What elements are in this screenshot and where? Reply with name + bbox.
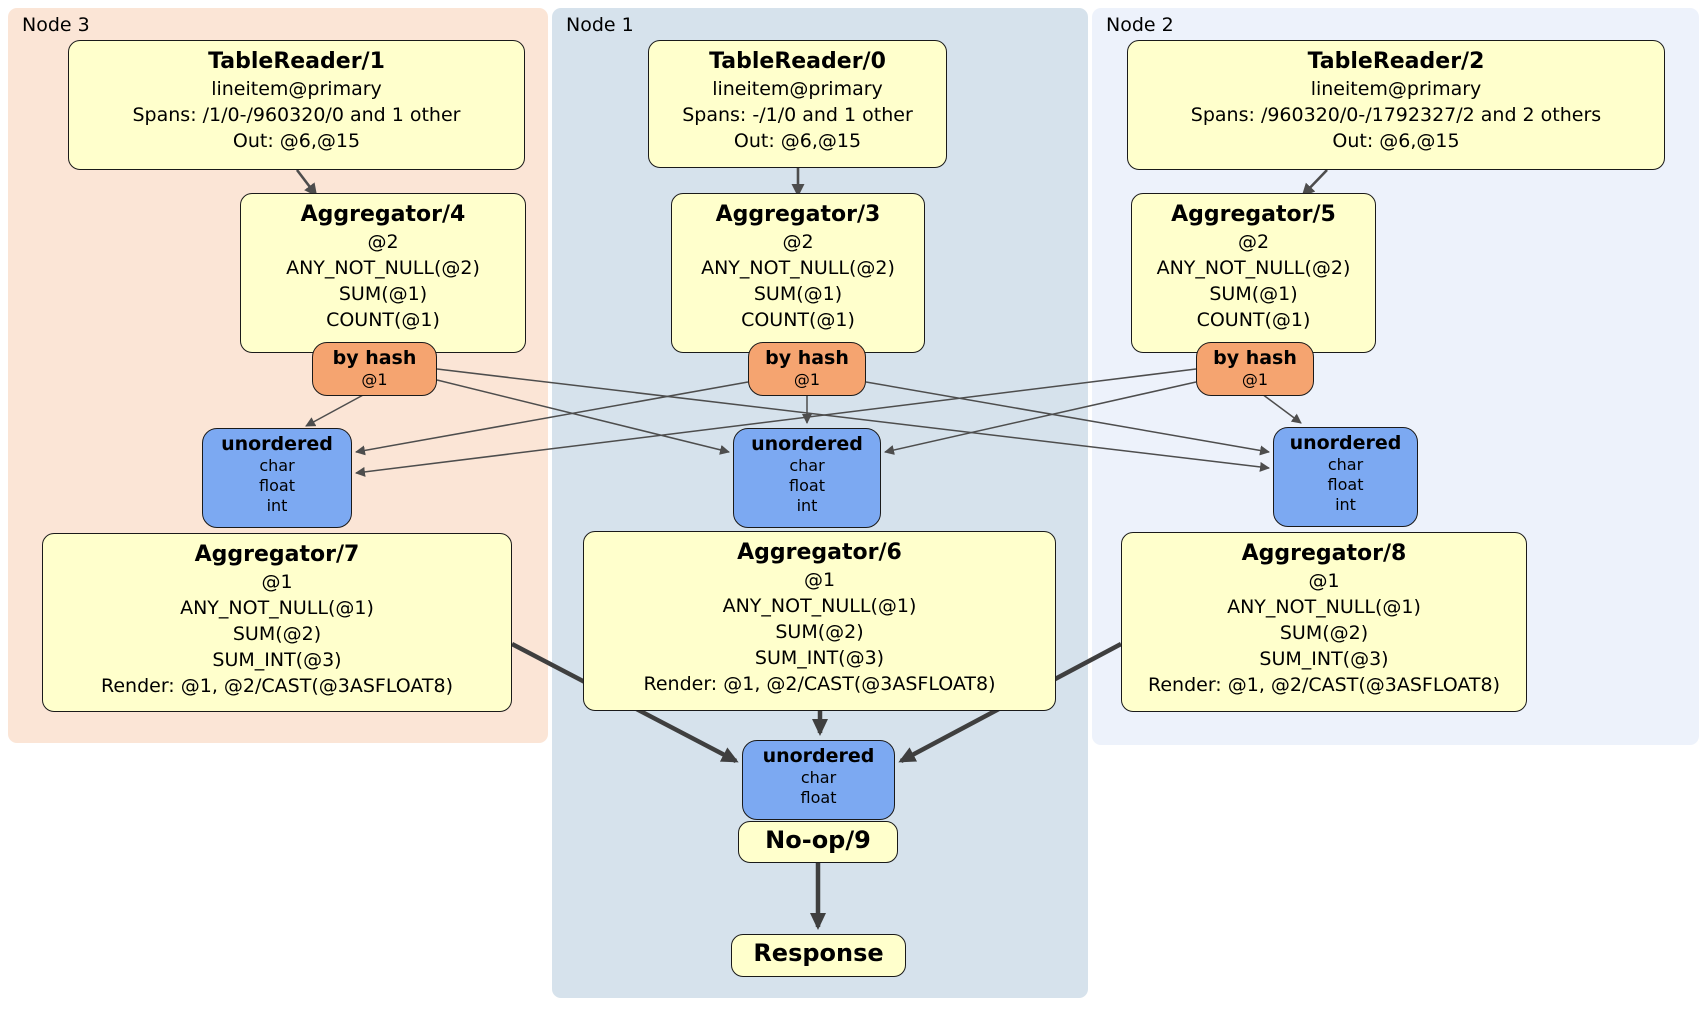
processor-line: @2: [1237, 231, 1270, 253]
aggregator-4-box: Aggregator/4 @2 ANY_NOT_NULL(@2) SUM(@1)…: [240, 193, 526, 353]
node3-label: Node 3: [22, 14, 90, 36]
processor-line: SUM(@1): [753, 283, 843, 305]
aggregator-3-box: Aggregator/3 @2 ANY_NOT_NULL(@2) SUM(@1)…: [671, 193, 925, 353]
sync-line: float: [259, 476, 295, 495]
sync-title: unordered: [1289, 432, 1402, 454]
router-title: by hash: [765, 347, 849, 369]
hash-router-node3: by hash @1: [312, 342, 437, 396]
processor-line: SUM_INT(@3): [212, 649, 342, 671]
aggregator-6-box: Aggregator/6 @1 ANY_NOT_NULL(@1) SUM(@2)…: [583, 531, 1056, 711]
processor-line: SUM(@2): [232, 623, 322, 645]
processor-line: Spans: -/1/0 and 1 other: [682, 104, 913, 126]
router-title: by hash: [1213, 347, 1297, 369]
processor-line: Out: @6,@15: [733, 130, 862, 152]
sync-line: char: [259, 456, 295, 475]
processor-line: COUNT(@1): [1196, 309, 1311, 331]
processor-line: @1: [803, 569, 836, 591]
unordered-sync-final: unordered char float: [742, 740, 895, 820]
processor-line: ANY_NOT_NULL(@2): [1156, 257, 1351, 279]
router-detail: @1: [793, 370, 821, 389]
processor-line: SUM(@2): [775, 621, 864, 643]
processor-title: Aggregator/3: [715, 202, 881, 227]
router-title: by hash: [332, 347, 417, 369]
noop-9-box: No-op/9: [738, 821, 898, 863]
processor-title: Aggregator/7: [194, 542, 360, 567]
tablereader-2-box: TableReader/2 lineitem@primary Spans: /9…: [1127, 40, 1665, 170]
hash-router-node1: by hash @1: [748, 342, 866, 396]
sync-line: char: [800, 768, 837, 787]
processor-line: Render: @1, @2/CAST(@3ASFLOAT8): [643, 673, 996, 695]
aggregator-5-box: Aggregator/5 @2 ANY_NOT_NULL(@2) SUM(@1)…: [1131, 193, 1376, 353]
processor-line: @1: [1308, 570, 1340, 592]
processor-line: lineitem@primary: [211, 78, 382, 100]
sync-line: float: [789, 476, 825, 495]
aggregator-7-box: Aggregator/7 @1 ANY_NOT_NULL(@1) SUM(@2)…: [42, 533, 512, 712]
sync-title: unordered: [221, 433, 333, 455]
processor-title: No-op/9: [765, 826, 871, 854]
processor-line: lineitem@primary: [1310, 78, 1482, 100]
processor-line: SUM_INT(@3): [1259, 648, 1389, 670]
processor-title: Aggregator/8: [1241, 541, 1407, 566]
unordered-sync-node2: unordered char float int: [1273, 427, 1418, 527]
processor-line: ANY_NOT_NULL(@2): [701, 257, 895, 279]
tablereader-1-box: TableReader/1 lineitem@primary Spans: /1…: [68, 40, 525, 170]
processor-line: ANY_NOT_NULL(@2): [286, 257, 480, 279]
unordered-sync-node1: unordered char float int: [733, 428, 881, 528]
processor-title: TableReader/1: [208, 49, 385, 74]
sync-title: unordered: [762, 745, 875, 767]
node1-label: Node 1: [566, 14, 634, 36]
processor-title: Aggregator/4: [300, 202, 466, 227]
sync-line: int: [266, 496, 288, 515]
sync-title: unordered: [751, 433, 863, 455]
unordered-sync-node3: unordered char float int: [202, 428, 352, 528]
hash-router-node2: by hash @1: [1196, 342, 1314, 396]
processor-line: SUM(@1): [338, 283, 428, 305]
processor-line: ANY_NOT_NULL(@1): [180, 597, 374, 619]
aggregator-8-box: Aggregator/8 @1 ANY_NOT_NULL(@1) SUM(@2)…: [1121, 532, 1527, 712]
processor-line: @2: [782, 231, 814, 253]
sync-line: char: [1327, 455, 1364, 474]
sync-line: float: [1327, 475, 1364, 494]
processor-line: Spans: /1/0-/960320/0 and 1 other: [132, 104, 461, 126]
processor-line: ANY_NOT_NULL(@1): [722, 595, 917, 617]
processor-line: COUNT(@1): [326, 309, 440, 331]
sync-line: float: [800, 788, 837, 807]
sync-line: char: [789, 456, 825, 475]
processor-title: TableReader/0: [709, 49, 886, 74]
processor-line: Render: @1, @2/CAST(@3ASFLOAT8): [1148, 674, 1500, 696]
processor-line: @1: [261, 571, 293, 593]
processor-line: COUNT(@1): [741, 309, 855, 331]
processor-line: ANY_NOT_NULL(@1): [1227, 596, 1421, 618]
processor-line: @2: [367, 231, 399, 253]
sync-line: int: [796, 496, 818, 515]
processor-line: Render: @1, @2/CAST(@3ASFLOAT8): [101, 675, 453, 697]
processor-title: Response: [753, 939, 884, 967]
tablereader-0-box: TableReader/0 lineitem@primary Spans: -/…: [648, 40, 947, 168]
router-detail: @1: [361, 370, 388, 389]
processor-line: SUM(@2): [1279, 622, 1369, 644]
processor-line: Out: @6,@15: [232, 130, 361, 152]
processor-title: TableReader/2: [1307, 49, 1485, 74]
processor-line: SUM(@1): [1209, 283, 1298, 305]
processor-line: Out: @6,@15: [1332, 130, 1460, 152]
router-detail: @1: [1241, 370, 1269, 389]
node2-label: Node 2: [1106, 14, 1174, 36]
processor-line: Spans: /960320/0-/1792327/2 and 2 others: [1190, 104, 1602, 126]
processor-title: Aggregator/6: [737, 540, 902, 565]
processor-title: Aggregator/5: [1171, 202, 1336, 227]
sync-line: int: [1335, 495, 1356, 514]
processor-line: lineitem@primary: [712, 78, 883, 100]
processor-line: SUM_INT(@3): [754, 647, 885, 669]
response-box: Response: [731, 934, 906, 977]
